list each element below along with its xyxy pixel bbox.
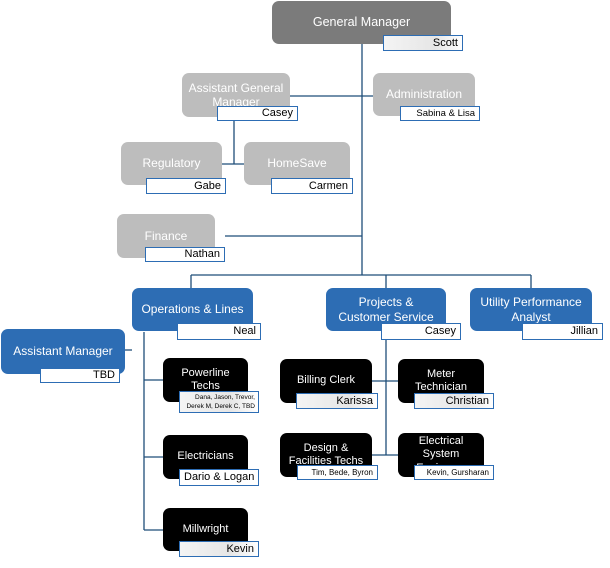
design-facilities-techs-name: Tim, Bede, Byron — [297, 465, 378, 480]
finance-name: Nathan — [145, 247, 225, 262]
billing-clerk-name: Karissa — [296, 393, 378, 409]
meter-technician-title: Meter Technician — [415, 367, 467, 393]
homesave-name: Carmen — [271, 178, 353, 194]
design-facilities-techs-title: Design & Facilities Techs — [288, 441, 364, 467]
assistant-general-manager-title: Assistant General Manager — [188, 80, 284, 109]
powerline-techs-name: Dana, Jason, Trevor, Derek M, Derek C, T… — [179, 391, 259, 413]
electrical-system-engineers-name: Kevin, Gursharan — [414, 465, 494, 480]
regulatory-title: Regulatory — [142, 156, 201, 171]
utility-performance-analyst-name: Jillian — [522, 323, 603, 340]
homesave-box: HomeSave — [244, 142, 350, 185]
operations-lines-title: Operations & Lines — [141, 302, 244, 317]
projects-customer-service-title: Projects & Customer Service — [338, 295, 434, 324]
utility-performance-analyst-title: Utility Performance Analyst — [480, 295, 582, 324]
assistant-manager-name: TBD — [40, 368, 120, 383]
general-manager-title: General Manager — [312, 15, 411, 29]
assistant-general-manager-name: Casey — [217, 106, 298, 121]
electricians-title: Electricians — [177, 450, 234, 463]
administration-title: Administration — [385, 87, 463, 102]
meter-technician-name: Christian — [414, 393, 494, 409]
regulatory-box: Regulatory — [121, 142, 222, 185]
billing-clerk-title: Billing Clerk — [296, 374, 356, 387]
administration-name: Sabina & Lisa — [400, 106, 480, 121]
homesave-title: HomeSave — [267, 156, 327, 171]
millwright-title: Millwright — [182, 522, 229, 535]
finance-title: Finance — [144, 228, 188, 243]
operations-lines-name: Neal — [177, 323, 261, 340]
projects-customer-service-name: Casey — [381, 323, 461, 340]
general-manager-name: Scott — [383, 35, 463, 51]
electricians-name: Dario & Logan — [179, 469, 259, 486]
powerline-techs-title: Powerline Techs — [181, 366, 230, 392]
millwright-name: Kevin — [179, 541, 259, 557]
assistant-manager-title: Assistant Manager — [13, 344, 113, 359]
assistant-manager-box: Assistant Manager — [1, 329, 125, 374]
regulatory-name: Gabe — [146, 178, 226, 194]
